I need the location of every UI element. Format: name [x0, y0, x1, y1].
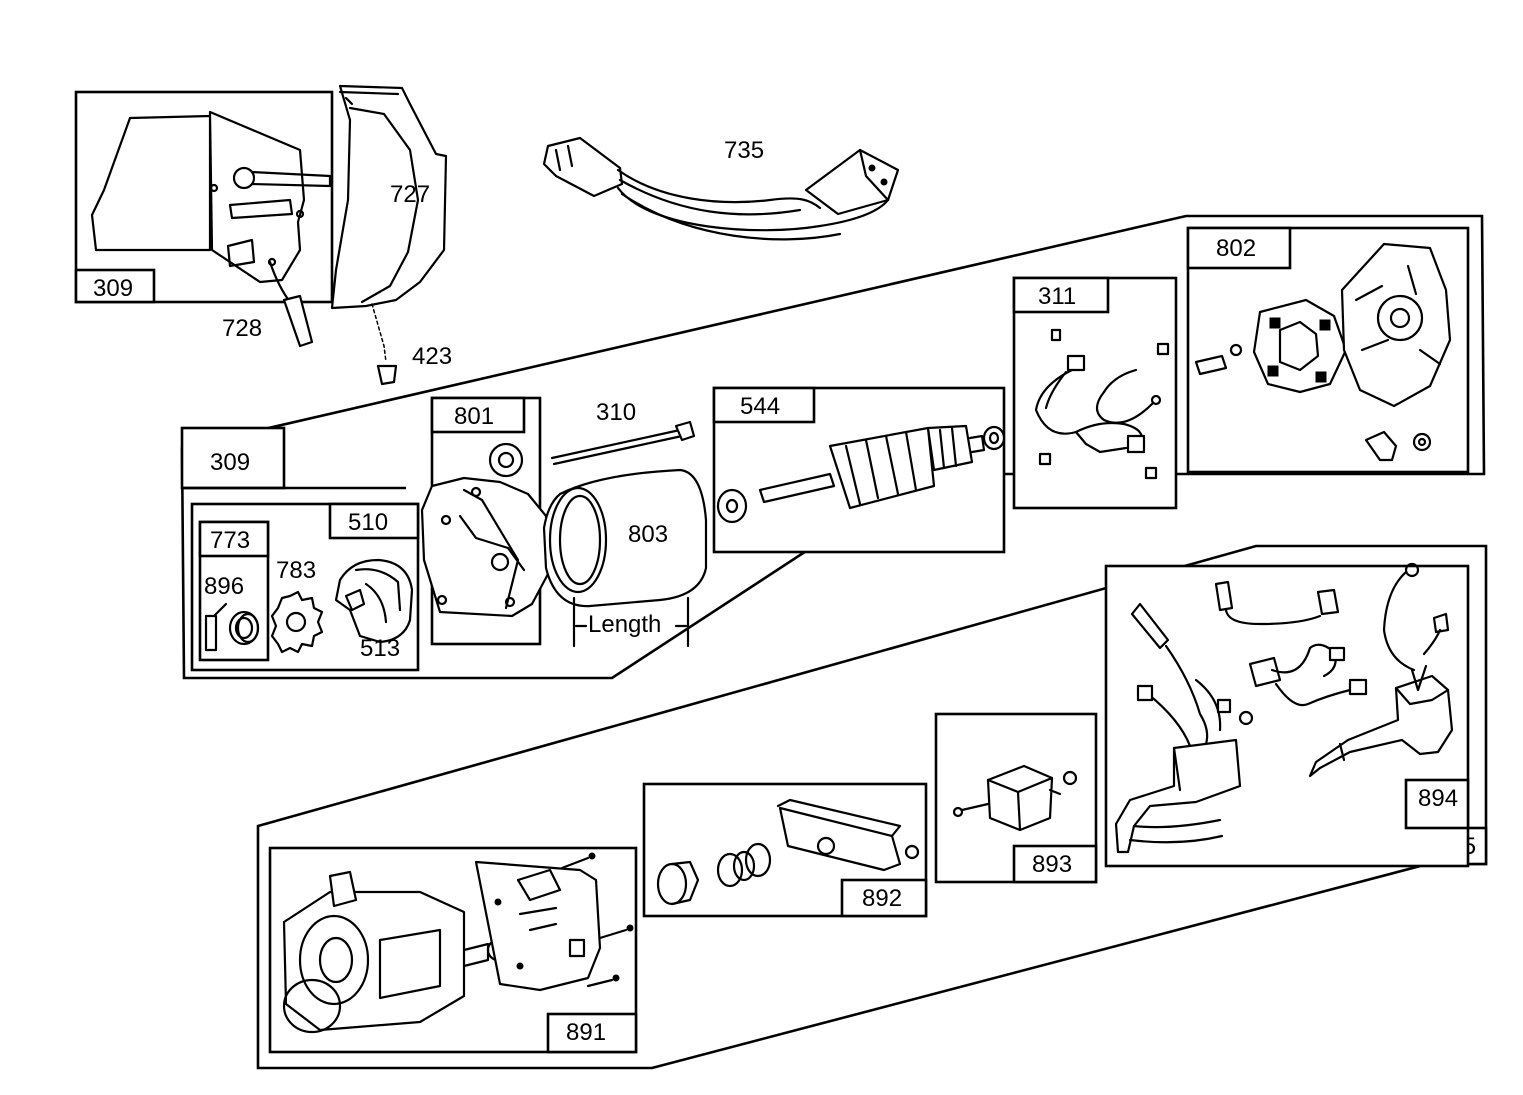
label-728: 728: [222, 315, 262, 342]
label-box-311: [1012, 276, 1110, 314]
label-773: 773: [210, 527, 250, 554]
part-892-bushing-drawing: [656, 862, 688, 906]
label-894: 894: [1418, 785, 1458, 812]
label-box-773: [198, 520, 270, 558]
label-510: 510: [348, 509, 388, 536]
label-box-801: [430, 396, 526, 434]
label-box-894: [1404, 778, 1470, 830]
cord-socket-drawing: [804, 148, 900, 216]
group-309-top: 309 728 727 423: [74, 84, 452, 386]
part-311-terminal-b: [1126, 434, 1146, 454]
label-length: Length: [588, 611, 661, 638]
part-803-housing-drawing: [542, 468, 708, 608]
label-box-802: [1186, 226, 1292, 270]
part-894-connector-b: [1316, 588, 1340, 616]
part-423-drawing: [376, 364, 398, 386]
label-802: 802: [1216, 235, 1256, 262]
part-311-brush-c: [1038, 452, 1052, 466]
part-801-endplate-drawing: [420, 476, 550, 618]
part-735: 735: [542, 136, 900, 241]
label-box-510: [328, 502, 420, 540]
part-802-screw-drawing: [1194, 354, 1228, 376]
label-box-892: [840, 878, 928, 918]
label-896: 896: [204, 573, 244, 600]
label-423: 423: [412, 343, 452, 370]
label-727: 727: [390, 181, 430, 208]
label-783: 783: [276, 557, 316, 584]
label-803: 803: [628, 521, 668, 548]
group-895: 895 891 892: [256, 544, 1488, 1070]
label-513: 513: [360, 635, 400, 662]
part-783-gear-drawing: [270, 590, 324, 654]
cord-plug-drawing: [542, 136, 624, 198]
label-box-893: [1012, 844, 1098, 884]
part-802-brushplate-drawing: [1252, 298, 1348, 394]
label-892: 892: [862, 885, 902, 912]
part-802-clip-drawing: [1364, 430, 1398, 462]
part-894-connector-a: [1214, 580, 1234, 612]
part-893-rectifier-drawing: [986, 764, 1054, 832]
label-544: 544: [740, 393, 780, 420]
part-894-switch-drawing: [1114, 738, 1242, 854]
part-801-washer-drawing: [488, 442, 524, 478]
part-513-drawing: [334, 558, 414, 644]
label-801: 801: [454, 403, 494, 430]
part-802-nut-drawing: [1412, 432, 1432, 452]
part-311-terminal-a: [1066, 354, 1086, 372]
part-894-switch-b-drawing: [1308, 674, 1454, 778]
part-894-connector-c: [1248, 656, 1282, 688]
label-309-top: 309: [93, 275, 133, 302]
part-544-washer-drawing: [716, 488, 748, 524]
part-892-bracket-drawing: [778, 806, 902, 872]
part-727-drawing: [330, 84, 448, 310]
label-891: 891: [566, 1019, 606, 1046]
label-311: 311: [1038, 283, 1076, 310]
label-735: 735: [724, 137, 764, 164]
group-309-mid: 309 510 773 896 783 513 801: [180, 214, 1486, 680]
label-box-309-top: [74, 268, 156, 304]
part-896-pin-drawing: [204, 614, 218, 652]
label-893: 893: [1032, 851, 1072, 878]
label-310: 310: [596, 399, 636, 426]
mounting-plate-drawing: [208, 110, 306, 284]
label-box-891: [546, 1012, 638, 1054]
label-309-mid: 309: [210, 449, 250, 476]
part-894-plug-drawing: [1130, 602, 1170, 650]
part-311-brush-b: [1156, 342, 1170, 356]
part-310-drawing: [674, 420, 696, 442]
part-891-plate-drawing: [474, 860, 602, 992]
part-311-brush-a: [1050, 328, 1062, 342]
part-728-drawing: [282, 294, 314, 348]
label-box-544: [712, 386, 816, 424]
part-311-brush-d: [1144, 466, 1158, 480]
band-309-outline: [180, 214, 1486, 680]
part-544-bearing-drawing: [982, 425, 1006, 451]
part-544-commutator-drawing: [926, 424, 974, 472]
